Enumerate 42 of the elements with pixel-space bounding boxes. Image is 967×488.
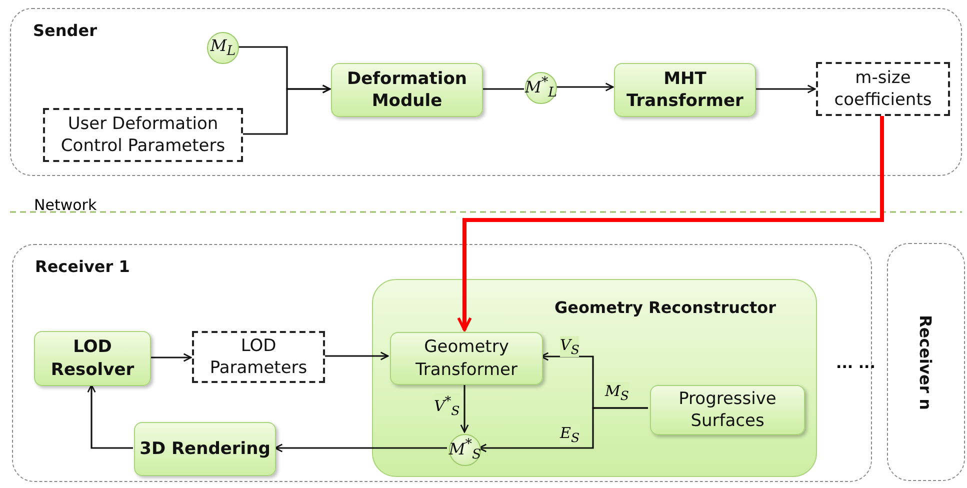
edge-label: E$_{S}$: [560, 424, 580, 445]
box-label: LOD Parameters: [208, 334, 308, 380]
box-label: 3D Rendering: [140, 438, 270, 460]
process-box: [134, 422, 276, 476]
edge-label: V$_{S}$: [560, 336, 580, 357]
arrow: [460, 383, 469, 433]
panel-title: Receiver 1: [35, 257, 130, 276]
math-label: M$_{S}$: [605, 382, 629, 403]
arrow: [324, 352, 389, 360]
data-box: [43, 108, 243, 162]
group-panel: [12, 244, 872, 482]
arrow: [150, 353, 192, 362]
arrow: [274, 444, 447, 452]
process-box: [331, 63, 483, 117]
process-box: [614, 63, 756, 117]
ellipsis-label: ... ...: [836, 354, 876, 372]
box-label: Deformation Module: [346, 68, 468, 112]
module-container: [372, 279, 817, 477]
data-box: [192, 331, 325, 383]
network-label: Network: [34, 196, 97, 214]
box-label: LOD Resolver: [50, 336, 136, 381]
arrow: [556, 82, 614, 92]
process-box: [34, 331, 151, 386]
box-label: MHT Transformer: [626, 68, 744, 112]
box-label: m-size coefficients: [833, 66, 933, 112]
process-box: [390, 332, 543, 385]
arrow: [87, 384, 133, 449]
arrow: [242, 84, 331, 135]
box-label: User Deformation Control Parameters: [60, 112, 226, 158]
container-title: Geometry Reconstructor: [554, 298, 776, 317]
arrow: [478, 407, 648, 452]
group-panel: [10, 8, 962, 176]
math-symbol: M$_{L}$: [210, 36, 236, 60]
box-label: Progressive Surfaces: [678, 388, 778, 432]
arrow: [755, 84, 816, 94]
panel-title: Receiver n: [916, 314, 936, 410]
data-box: [816, 62, 950, 116]
process-box: [650, 385, 805, 435]
group-panel: [887, 243, 965, 481]
box-label: Geometry Transformer: [414, 336, 518, 381]
network-arrow: [457, 115, 884, 332]
panel-title: Sender: [33, 21, 97, 40]
